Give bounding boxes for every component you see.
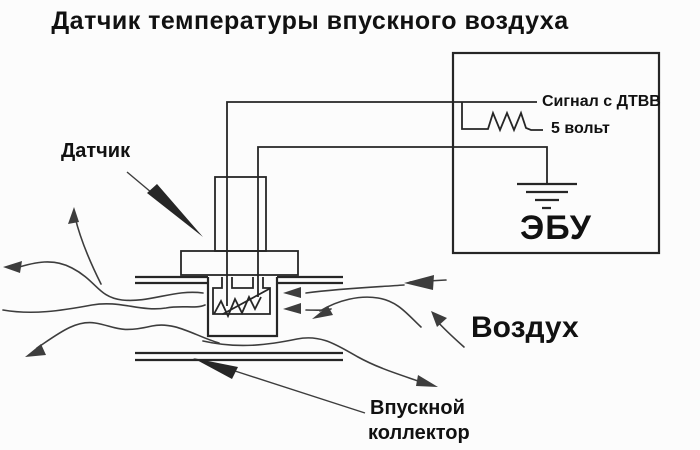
thermistor-arrow: [222, 288, 270, 315]
airflow-arrowhead-right: [416, 375, 438, 387]
airflow-arrowhead-big-left: [404, 275, 434, 290]
sensor-flange: [180, 250, 299, 276]
ecu-box: [451, 51, 661, 255]
supply-voltage-label: 5 вольт: [551, 120, 610, 137]
manifold-leader-line: [234, 370, 366, 414]
airflow-line-left-2: [2, 303, 206, 314]
ecu-label: ЭБУ: [520, 209, 592, 247]
manifold-leader-arrowhead: [193, 358, 238, 379]
airflow-line-under-cup: [202, 337, 422, 383]
resistor-symbol: [461, 102, 543, 133]
airflow-lines: [2, 207, 465, 387]
probe-cup: [206, 277, 279, 338]
manifold-walls: [135, 275, 343, 362]
signal-wire: [226, 101, 537, 306]
intake-manifold-label-line2: коллектор: [368, 422, 470, 444]
ground-wire: [257, 146, 548, 297]
airflow-arrowhead-down-left: [25, 344, 46, 357]
intake-manifold-label-line1: Впускной: [370, 397, 465, 419]
airflow-line-into-cup-1: [305, 284, 405, 294]
airflow-arrowhead-up-left: [431, 311, 447, 327]
airflow-arrowhead-hump: [312, 306, 333, 319]
airflow-line-upper-left: [15, 261, 204, 302]
airflow-arrowhead-cup-2: [283, 303, 301, 314]
airflow-arrowhead-cup-1: [283, 287, 301, 298]
airflow-line-hump: [319, 296, 422, 328]
air-label: Воздух: [471, 311, 579, 344]
signal-wire-label: Сигнал с ДТВВ: [542, 93, 661, 110]
sensor-leader-arrowhead: [147, 184, 203, 237]
airflow-line-up: [74, 216, 102, 285]
airflow-arrowhead-left: [3, 261, 22, 273]
ground-symbol: [517, 182, 577, 210]
airflow-line-lower-left: [36, 321, 220, 349]
probe-pocket: [212, 277, 271, 315]
diagram-title: Датчик температуры впускного воздуха: [51, 7, 569, 35]
airflow-arrowhead-up: [68, 207, 79, 224]
sensor-label: Датчик: [61, 140, 131, 162]
